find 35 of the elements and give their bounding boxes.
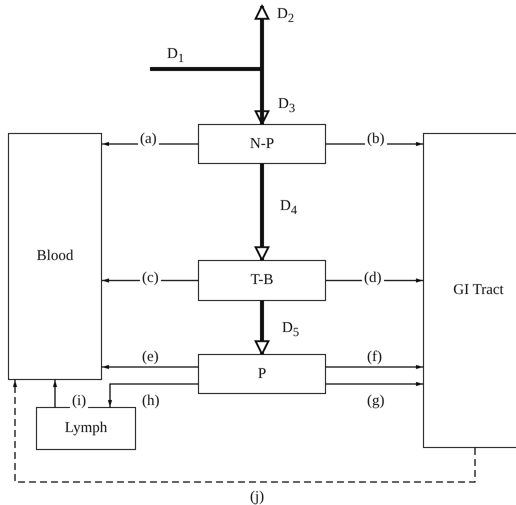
- dashed-arrow: [12, 380, 476, 483]
- compartment-label: N-P: [250, 136, 274, 152]
- compartment-label: GI Tract: [453, 282, 504, 299]
- arrow: [108, 383, 198, 407]
- compartment-box: [198, 124, 326, 164]
- edge-label: (a): [138, 131, 159, 147]
- edge-label: (c): [140, 270, 161, 286]
- arrow: [102, 278, 198, 283]
- arrow: [52, 380, 58, 407]
- edge-label: (i): [70, 393, 88, 409]
- arrow: [326, 364, 423, 370]
- compartment-label: Blood: [36, 248, 74, 265]
- compartment-box: [198, 354, 326, 394]
- hollow-arrow: [254, 164, 270, 261]
- edge-label: (b): [365, 131, 386, 147]
- arrow: [326, 142, 423, 146]
- compartment-label: T-B: [250, 272, 274, 289]
- compartment-label: Lymph: [64, 420, 108, 437]
- edge-label: (g): [365, 393, 386, 409]
- edge-label: (e): [140, 349, 161, 365]
- edge-label: (d): [362, 270, 384, 286]
- edge-label: (j): [248, 489, 266, 505]
- edge-label: (f): [365, 349, 384, 365]
- compartment-box: [198, 260, 326, 301]
- edge-label: (h): [140, 393, 162, 409]
- arrow: [326, 278, 423, 283]
- compartment-box: [423, 133, 516, 448]
- arrow: [326, 382, 423, 386]
- compartment-box: [36, 407, 136, 450]
- hollow-arrow: [254, 301, 270, 355]
- arrow: [102, 364, 198, 370]
- arrow: [102, 142, 198, 146]
- hollow-arrow: [254, 5, 270, 124]
- compartment-label: P: [258, 366, 266, 382]
- compartment-box: [8, 133, 102, 380]
